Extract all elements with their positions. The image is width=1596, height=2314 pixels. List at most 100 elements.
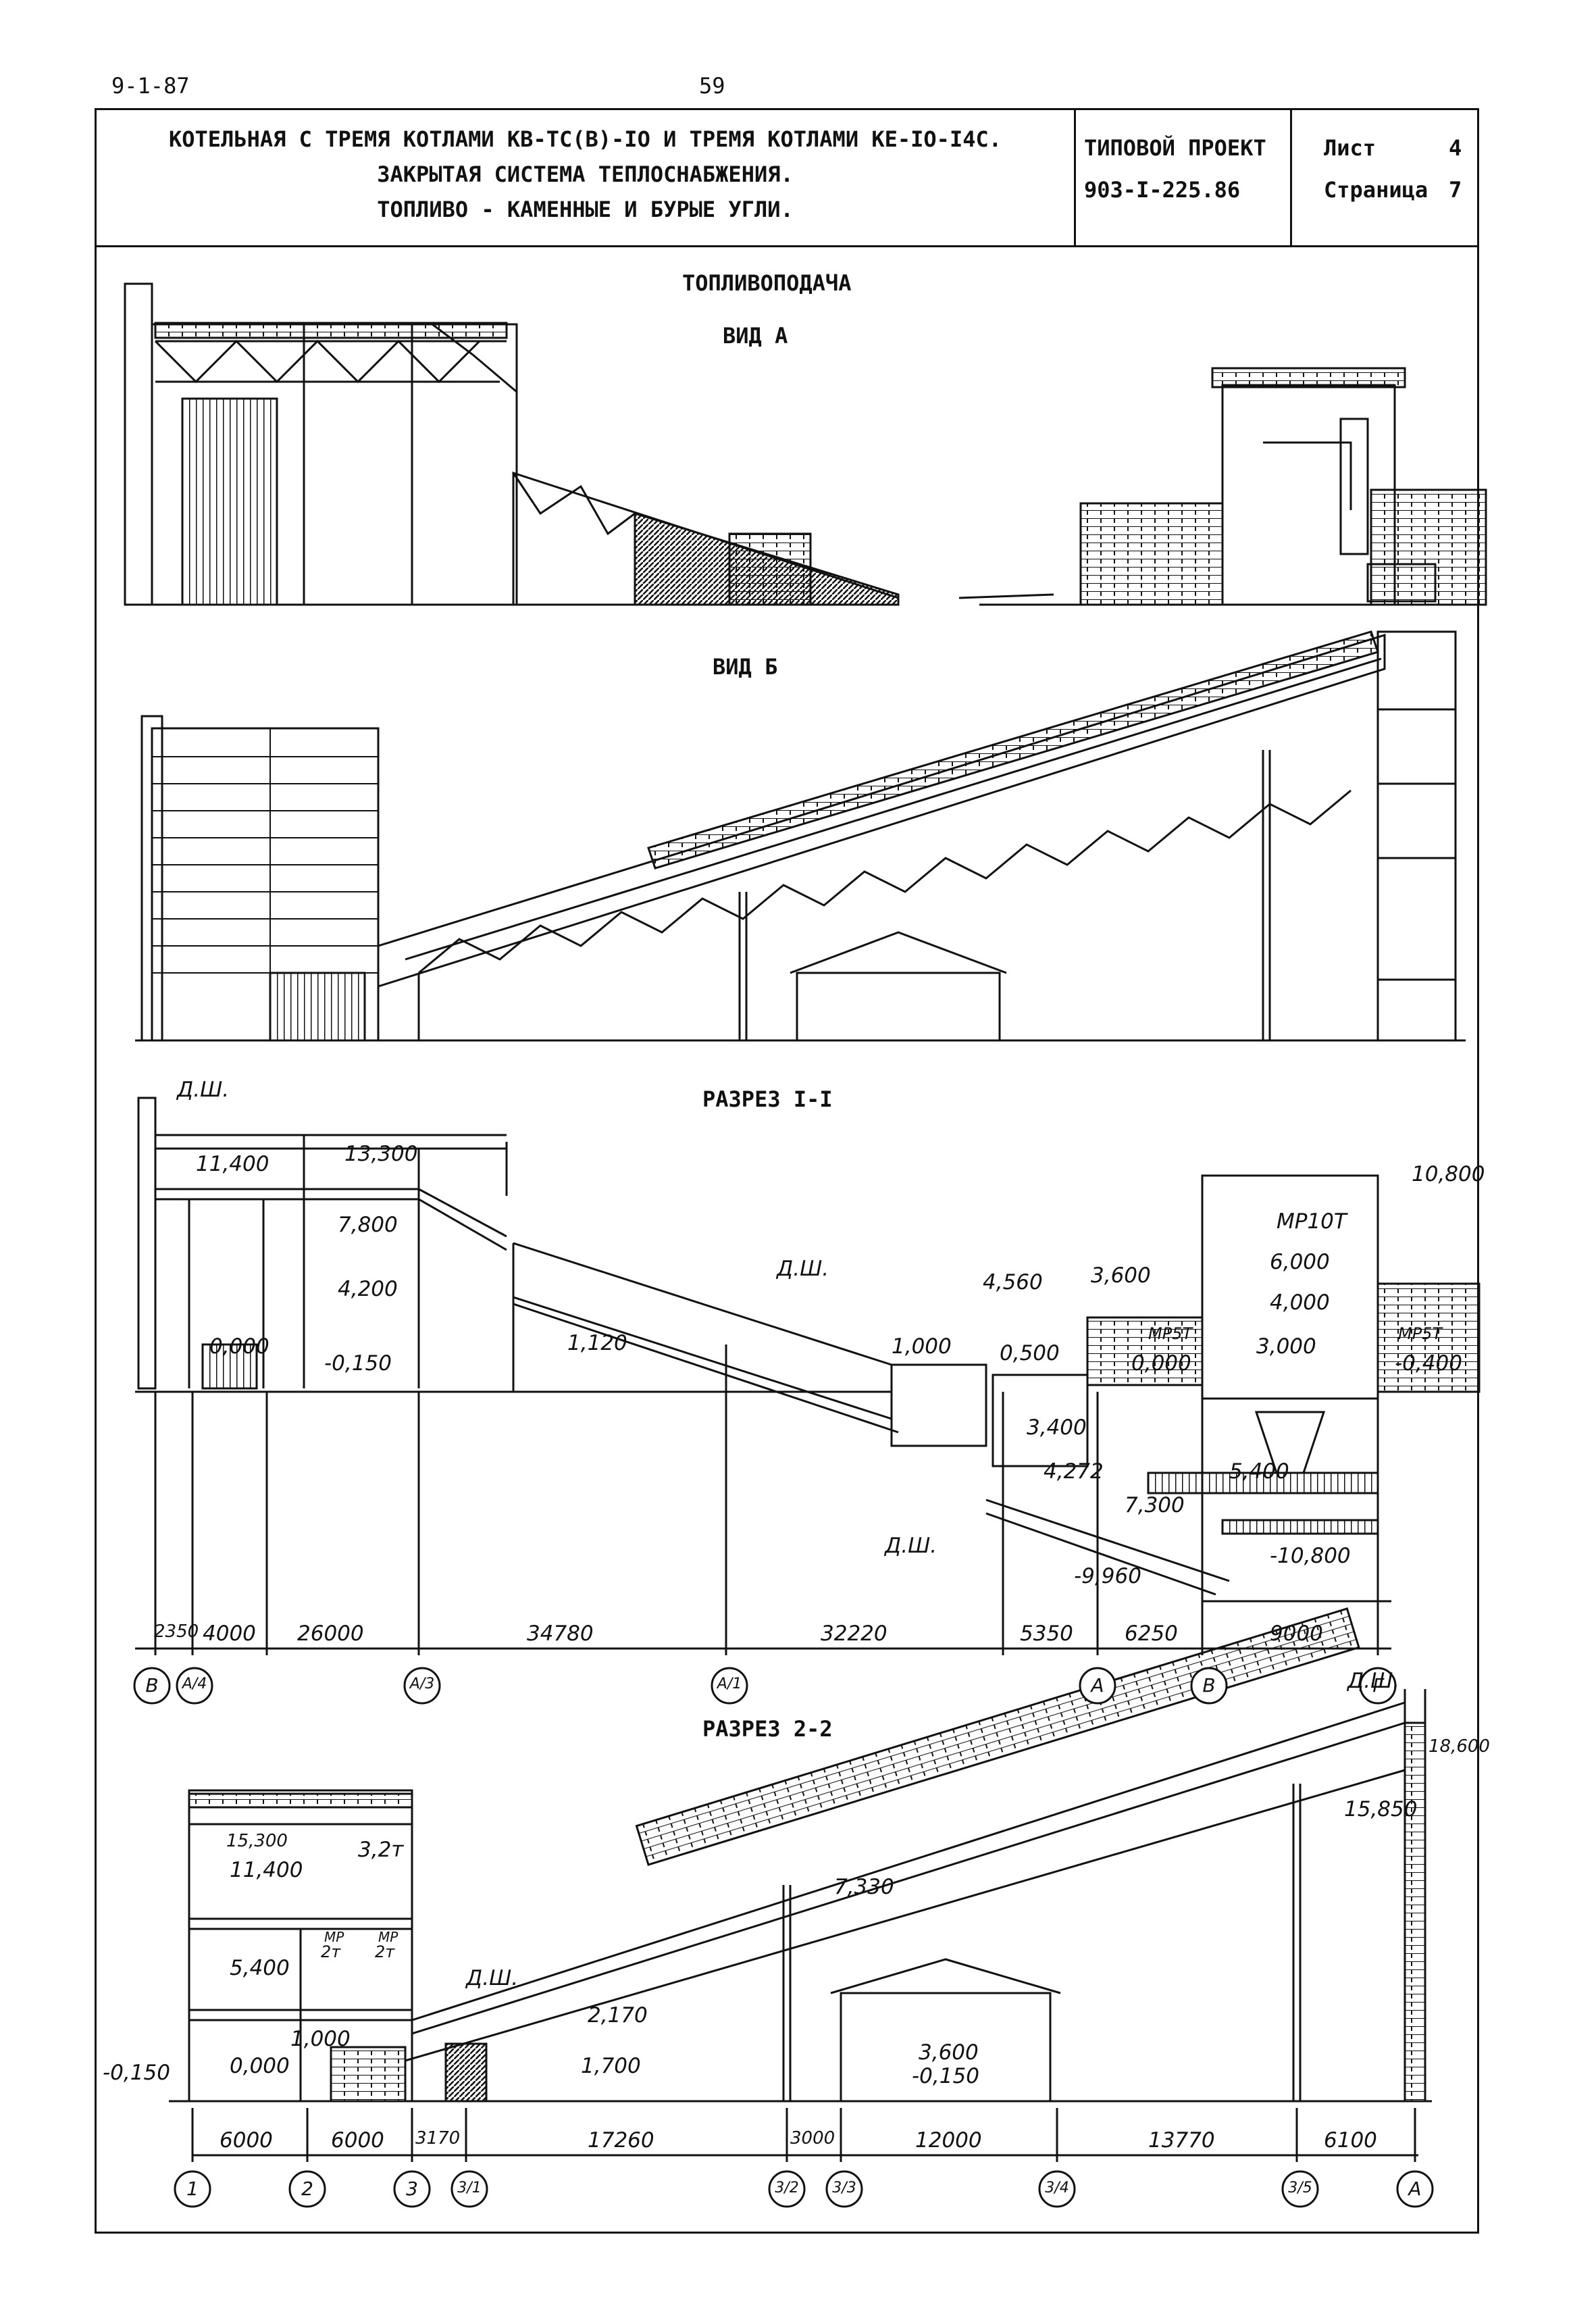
s2-dim-0: 6000 [220, 2128, 273, 2153]
s2-mr-2: МР [378, 1929, 398, 1945]
s2-dsh-1: Д.Ш. [1347, 1669, 1400, 1693]
s2-axis-6: 3/4 [1045, 2180, 1069, 2196]
s1-level-6: 1,120 [567, 1331, 627, 1355]
s1-level-17: 10,800 [1412, 1162, 1485, 1186]
s2-axis-8: А [1408, 2178, 1422, 2200]
project-label: ТИПОВОЙ ПРОЕКТ [1084, 135, 1266, 161]
s2-axis-4: 3/2 [775, 2180, 799, 2196]
section-2-drawing [169, 1607, 1432, 2162]
s1-level-1: 13,300 [344, 1142, 418, 1166]
view-b-title: ВИД Б [713, 654, 778, 680]
s2-mr-1: МР [324, 1929, 344, 1945]
s2-axis-5: 3/3 [832, 2180, 856, 2196]
project-number: 903-I-225.86 [1084, 177, 1241, 203]
s1-level-8: 0,500 [1000, 1341, 1060, 1365]
s2-load-2: 2т [321, 1942, 341, 1961]
s1-level-11: 4,560 [983, 1270, 1043, 1294]
s2-level-0: 15,300 [226, 1831, 288, 1851]
s2-dim-1: 6000 [331, 2128, 384, 2153]
title-block-divider-2 [1290, 108, 1292, 247]
s1-dim-5: 5350 [1020, 1621, 1073, 1646]
s2-axis-7: 3/5 [1288, 2180, 1312, 2196]
s1-mr10t: МР10Т [1277, 1209, 1347, 1234]
s2-level-10: -0,150 [912, 2064, 979, 2088]
title-line-3: ТОПЛИВО - КАМЕННЫЕ И БУРЫЕ УГЛИ. [377, 197, 794, 222]
s1-level-3: 4,200 [338, 1277, 398, 1301]
s2-level-2: 5,400 [230, 1956, 290, 1980]
s1-level-4: 0,000 [209, 1334, 269, 1359]
s2-load-1: 3,2т [358, 1838, 404, 1862]
s2-level-3: 1,000 [290, 2027, 351, 2051]
s1-axis-4: А [1091, 1674, 1104, 1696]
s1-dim-4: 32220 [821, 1621, 887, 1646]
s2-axis-0: 1 [186, 2178, 199, 2200]
s1-level-10: 4,272 [1044, 1459, 1104, 1484]
s2-level-8: 7,330 [834, 1875, 894, 1899]
s1-level-9: 3,400 [1027, 1415, 1087, 1440]
s2-level-4: 0,000 [230, 2054, 290, 2078]
sheet-code: 9-1-87 [111, 73, 190, 99]
section-1-title: РАЗРЕЗ I-I [702, 1086, 833, 1112]
s1-level-0: 11,400 [196, 1152, 269, 1176]
s2-load-3: 2т [375, 1942, 395, 1961]
view-a-drawing [124, 282, 1487, 606]
sheet-label: Лист [1324, 135, 1376, 161]
s1-axis-0: В [145, 1674, 159, 1696]
s2-axis-2: 3 [406, 2178, 418, 2200]
s1-dim-1: 4000 [203, 1621, 256, 1646]
s1-dsh-3: Д.Ш. [885, 1534, 937, 1558]
s2-dsh-2: Д.Ш. [466, 1966, 519, 1990]
s2-dim-6: 13770 [1148, 2128, 1215, 2153]
s1-level-18: -0,400 [1395, 1351, 1462, 1376]
page-label: Страница [1324, 177, 1428, 203]
s1-dim-2: 26000 [297, 1621, 364, 1646]
project-title: КОТЕЛЬНАЯ С ТРЕМЯ КОТЛАМИ КВ-ТС(В)-IO И … [97, 122, 1074, 227]
s1-dsh-2: Д.Ш. [777, 1257, 829, 1281]
s1-axis-5: В [1202, 1674, 1216, 1696]
s1-dsh-1: Д.Ш. [177, 1078, 230, 1102]
s1-level-12: 3,600 [1091, 1263, 1151, 1288]
s2-level-9: 3,600 [919, 2040, 979, 2065]
drawing-title: ТОПЛИВОПОДАЧА [682, 270, 852, 296]
view-b-drawing [135, 630, 1466, 1042]
s1-level-15: 6,000 [1270, 1250, 1330, 1274]
s2-level-11: 15,850 [1344, 1797, 1418, 1821]
s2-level-12: 18,600 [1428, 1736, 1490, 1757]
s1-axis-1: А/4 [182, 1676, 207, 1692]
title-block [95, 108, 1479, 247]
s2-dim-3: 17260 [588, 2128, 654, 2153]
s1-dim-3: 34780 [527, 1621, 594, 1646]
s2-dim-5: 12000 [915, 2128, 982, 2153]
section-2-title: РАЗРЕЗ 2-2 [702, 1716, 833, 1742]
s1-level-14: 3,000 [1256, 1334, 1316, 1359]
s1-level-21: -10,800 [1270, 1544, 1351, 1568]
axis-bubbles [133, 1667, 1434, 2208]
s1-dim-6: 6250 [1125, 1621, 1178, 1646]
s2-level-5: -0,150 [103, 2061, 170, 2085]
s1-level-13: 0,000 [1131, 1351, 1191, 1376]
title-block-divider-1 [1074, 108, 1076, 247]
s1-mr5t-a: МР5Т [1148, 1324, 1193, 1343]
s1-dim-0: 2350 [154, 1621, 199, 1642]
s2-dim-2: 3170 [415, 2128, 461, 2148]
s1-level-20: 7,300 [1125, 1493, 1185, 1517]
s1-axis-2: А/3 [409, 1676, 435, 1692]
s1-mr5t-b: МР5Т [1398, 1324, 1443, 1343]
s1-level-22: -9,960 [1074, 1564, 1141, 1588]
s2-level-7: 1,700 [581, 2054, 641, 2078]
s1-level-16: 4,000 [1270, 1290, 1330, 1315]
title-line-2: ЗАКРЫТАЯ СИСТЕМА ТЕПЛОСНАБЖЕНИЯ. [377, 161, 794, 187]
s1-level-2: 7,800 [338, 1213, 398, 1237]
s2-axis-3: 3/1 [457, 2180, 482, 2196]
section-1-drawing [135, 1097, 1481, 1655]
s1-axis-6: Г [1372, 1674, 1383, 1696]
drawing-frame [95, 247, 1479, 2234]
page-number: 59 [699, 73, 725, 99]
s2-level-1: 11,400 [230, 1858, 303, 1882]
s1-dim-7: 9000 [1270, 1621, 1323, 1646]
s2-level-6: 2,170 [588, 2003, 648, 2028]
s1-level-5: -0,150 [324, 1351, 392, 1376]
title-line-1: КОТЕЛЬНАЯ С ТРЕМЯ КОТЛАМИ КВ-ТС(В)-IO И … [169, 126, 1002, 152]
view-a-title: ВИД А [723, 323, 788, 349]
